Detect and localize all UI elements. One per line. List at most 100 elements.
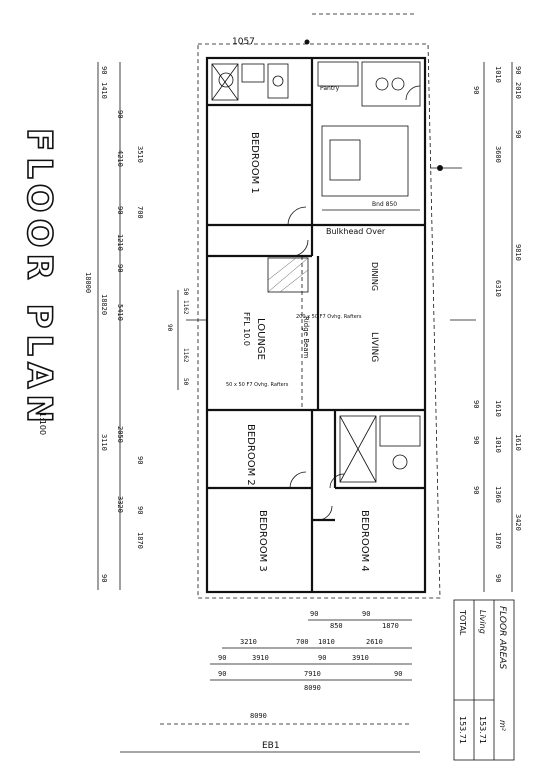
svg-text:3110: 3110 bbox=[100, 434, 108, 451]
svg-text:8090: 8090 bbox=[250, 712, 267, 720]
scale-note: 1:100 bbox=[38, 412, 47, 435]
svg-text:90: 90 bbox=[514, 130, 522, 138]
svg-text:3600: 3600 bbox=[494, 146, 502, 163]
svg-text:700: 700 bbox=[136, 206, 144, 219]
svg-text:1410: 1410 bbox=[100, 82, 108, 99]
svg-text:90: 90 bbox=[472, 400, 480, 408]
floor-areas-heading: FLOOR AREAS bbox=[497, 606, 507, 669]
svg-text:3510: 3510 bbox=[136, 146, 144, 163]
svg-text:90: 90 bbox=[100, 574, 108, 582]
svg-text:90: 90 bbox=[100, 66, 108, 74]
svg-text:1162: 1162 bbox=[182, 300, 189, 315]
eb-label: EB1 bbox=[262, 741, 280, 751]
bench-label: Bnd 850 bbox=[372, 201, 397, 208]
floor-areas-unit: m² bbox=[498, 720, 507, 732]
svg-text:1610: 1610 bbox=[514, 434, 522, 451]
svg-text:90: 90 bbox=[136, 506, 144, 514]
svg-text:90: 90 bbox=[136, 456, 144, 464]
left-total-dim: 18000 bbox=[84, 272, 92, 293]
svg-text:4210: 4210 bbox=[116, 150, 124, 167]
svg-text:50: 50 bbox=[182, 288, 189, 296]
svg-text:2610: 2610 bbox=[366, 638, 383, 646]
svg-text:1010: 1010 bbox=[494, 436, 502, 453]
top-marker bbox=[304, 39, 310, 45]
svg-text:18820: 18820 bbox=[100, 294, 108, 315]
svg-text:2050: 2050 bbox=[116, 426, 124, 443]
left-dim-labels: 90 1410 90 3510 4210 90 700 1210 90 1882… bbox=[100, 66, 144, 582]
svg-text:6310: 6310 bbox=[494, 280, 502, 297]
svg-text:90: 90 bbox=[394, 670, 402, 678]
floor-areas-table: FLOOR AREAS m² Living 153.71 TOTAL 153.7… bbox=[453, 599, 515, 761]
svg-text:3320: 3320 bbox=[116, 496, 124, 513]
svg-text:3420: 3420 bbox=[514, 514, 522, 531]
svg-text:7910: 7910 bbox=[304, 670, 321, 678]
svg-text:90: 90 bbox=[362, 610, 370, 618]
svg-text:1010: 1010 bbox=[318, 638, 335, 646]
room-lounge: LOUNGE bbox=[255, 318, 266, 360]
kitchen-fixtures: Pantry Bnd 850 bbox=[317, 61, 421, 211]
svg-text:90: 90 bbox=[166, 324, 173, 332]
svg-text:90: 90 bbox=[472, 436, 480, 444]
svg-text:5410: 5410 bbox=[116, 304, 124, 321]
svg-text:3210: 3210 bbox=[240, 638, 257, 646]
ensuite-fixtures bbox=[211, 63, 289, 101]
svg-text:9810: 9810 bbox=[514, 244, 522, 261]
svg-text:1870: 1870 bbox=[382, 622, 399, 630]
svg-text:1360: 1360 bbox=[494, 486, 502, 503]
section-markers bbox=[186, 165, 476, 321]
svg-text:3910: 3910 bbox=[252, 654, 269, 662]
floor-area-living-label: Living bbox=[478, 610, 487, 634]
room-bedroom-3: BEDROOM 3 bbox=[257, 510, 268, 572]
right-dim-labels: 90 2010 1010 90 90 3600 9810 6310 1610 9… bbox=[472, 66, 522, 582]
svg-text:90: 90 bbox=[116, 264, 124, 272]
svg-text:1210: 1210 bbox=[116, 234, 124, 251]
room-bedroom-4: BEDROOM 4 bbox=[359, 510, 370, 572]
svg-text:1162: 1162 bbox=[182, 348, 189, 363]
svg-text:700: 700 bbox=[296, 638, 309, 646]
svg-text:90: 90 bbox=[116, 110, 124, 118]
svg-text:90: 90 bbox=[494, 574, 502, 582]
room-bedroom-1: BEDROOM 1 bbox=[249, 132, 260, 194]
plan-title: FLOOR PLAN bbox=[19, 128, 59, 429]
svg-text:1870: 1870 bbox=[136, 532, 144, 549]
svg-text:2010: 2010 bbox=[514, 82, 522, 99]
svg-text:90: 90 bbox=[218, 654, 226, 662]
svg-text:1870: 1870 bbox=[494, 532, 502, 549]
beam-bottom-note: 50 x 50 F7 Ovhg. Rafters bbox=[226, 382, 289, 388]
svg-text:8090: 8090 bbox=[304, 684, 321, 692]
svg-text:50: 50 bbox=[182, 378, 189, 386]
pantry-label: Pantry bbox=[320, 85, 340, 92]
bottom-dim-lines bbox=[120, 619, 420, 753]
lounge-ffl: FFL 10.0 bbox=[242, 312, 251, 346]
bottom-dim-labels: 90 850 90 1870 3210 700 1010 2610 90 391… bbox=[218, 610, 402, 720]
bathroom-fixtures bbox=[339, 415, 421, 483]
external-walls bbox=[205, 56, 427, 594]
entry-hatch bbox=[267, 257, 309, 293]
svg-text:90: 90 bbox=[116, 206, 124, 214]
svg-text:1610: 1610 bbox=[494, 400, 502, 417]
svg-text:850: 850 bbox=[330, 622, 343, 630]
svg-text:90: 90 bbox=[218, 670, 226, 678]
svg-text:90: 90 bbox=[472, 486, 480, 494]
ridge-beam-note: Ridge Beam bbox=[302, 316, 310, 359]
internal-walls bbox=[207, 58, 425, 592]
room-dining: DINING bbox=[370, 262, 379, 291]
room-bedroom-2: BEDROOM 2 bbox=[245, 424, 256, 486]
left-inner-dim-labels: 50 1162 90 1162 50 bbox=[166, 288, 189, 386]
floor-area-living-value: 153.71 bbox=[478, 716, 487, 744]
svg-text:90: 90 bbox=[318, 654, 326, 662]
svg-text:90: 90 bbox=[472, 86, 480, 94]
top-label: 1057 bbox=[232, 37, 255, 47]
door-swings bbox=[287, 85, 421, 521]
floor-area-total-value: 153.71 bbox=[458, 716, 467, 744]
svg-text:1010: 1010 bbox=[494, 66, 502, 83]
floor-area-total-label: TOTAL bbox=[458, 609, 467, 636]
roof-outline bbox=[197, 43, 441, 599]
svg-text:3910: 3910 bbox=[352, 654, 369, 662]
bulkhead-note: Bulkhead Over bbox=[326, 227, 386, 236]
svg-text:90: 90 bbox=[310, 610, 318, 618]
beam-top-note: 200 x 50 F7 Ovhg. Rafters bbox=[296, 314, 362, 320]
room-living: LIVING bbox=[369, 332, 379, 362]
svg-text:90: 90 bbox=[514, 66, 522, 74]
